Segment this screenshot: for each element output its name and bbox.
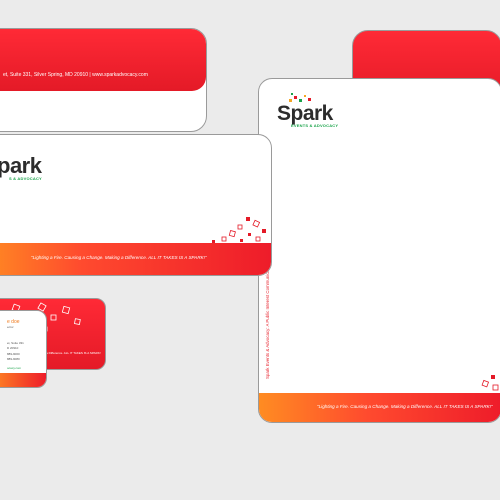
letterhead-slogan: "Lighting a Fire. Causing a Change. Maki… [317, 404, 493, 409]
envelope-brand-tagline: S & ADVOCACY [9, 176, 42, 181]
spark-dots-icon [289, 93, 311, 102]
card-back-slogan: a Change. Making a Difference. ALL IT TA… [21, 351, 101, 355]
card-person-title: ector [7, 325, 14, 329]
card-person-name: e doe [7, 319, 20, 325]
envelope-address-line: et, Suite 331, Silver Spring, MD 20910 |… [3, 72, 148, 78]
confetti-pattern-icon [212, 217, 266, 243]
card-address-line-1: et, Suite 331 [7, 341, 24, 345]
brand-name: Spark [277, 102, 333, 125]
confetti-pattern-icon [481, 375, 499, 391]
envelope-slogan: "Lighting a Fire. Causing a Change. Maki… [31, 255, 207, 260]
card-address-line-2: D 20910 [7, 346, 19, 350]
envelope-front: park S & ADVOCACY "Lighting a Fire. Caus… [0, 134, 272, 276]
letterhead: Spark EVENTS & ADVOCACY Spark Events & A… [258, 78, 500, 423]
letterhead-logo: Spark EVENTS & ADVOCACY [277, 93, 339, 128]
envelope-back: et, Suite 331, Silver Spring, MD 20910 |… [0, 28, 207, 132]
envelope-logo: park S & ADVOCACY [0, 155, 42, 181]
card-fax: 889-9080 [7, 357, 20, 361]
card-phone: 889-9000 [7, 352, 20, 356]
brand-tagline: EVENTS & ADVOCACY [291, 123, 339, 128]
letterhead-footer-band: "Lighting a Fire. Causing a Change. Maki… [259, 393, 500, 422]
business-card-front: e doe ector et, Suite 331 D 20910 889-90… [0, 310, 47, 388]
envelope-brand-name: park [0, 153, 42, 178]
envelope-footer-band: "Lighting a Fire. Causing a Change. Maki… [0, 243, 271, 275]
card-website: ocacy.com [7, 366, 22, 370]
card-front-band [0, 373, 46, 387]
envelope-flap [0, 29, 206, 91]
